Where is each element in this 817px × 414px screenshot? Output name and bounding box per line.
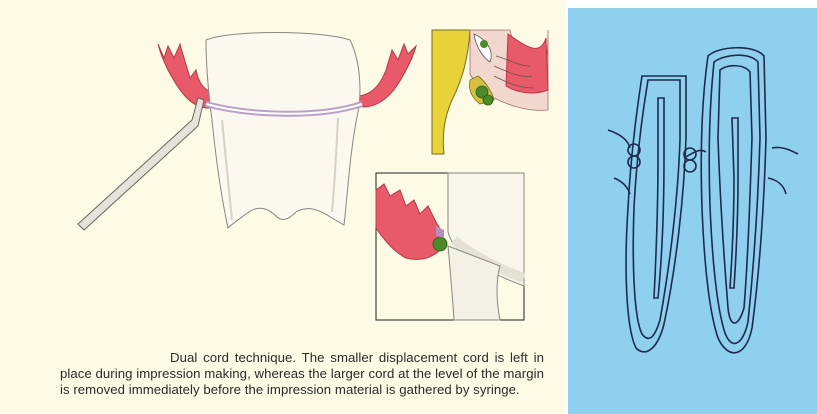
gingival-sulcus-cross-section-icon: [432, 30, 548, 154]
gingiva-right: [356, 44, 416, 107]
left-illustration-panel: Dual cord technique. The smaller displac…: [0, 0, 565, 414]
figure-caption: Dual cord technique. The smaller displac…: [60, 350, 544, 398]
packing-instrument: [78, 98, 204, 230]
cord-closeup-icon: [376, 173, 524, 320]
right-illustration-panel: [568, 8, 817, 414]
gingiva-left: [158, 44, 214, 108]
tooth-outline-diagram-icon: [568, 8, 817, 414]
